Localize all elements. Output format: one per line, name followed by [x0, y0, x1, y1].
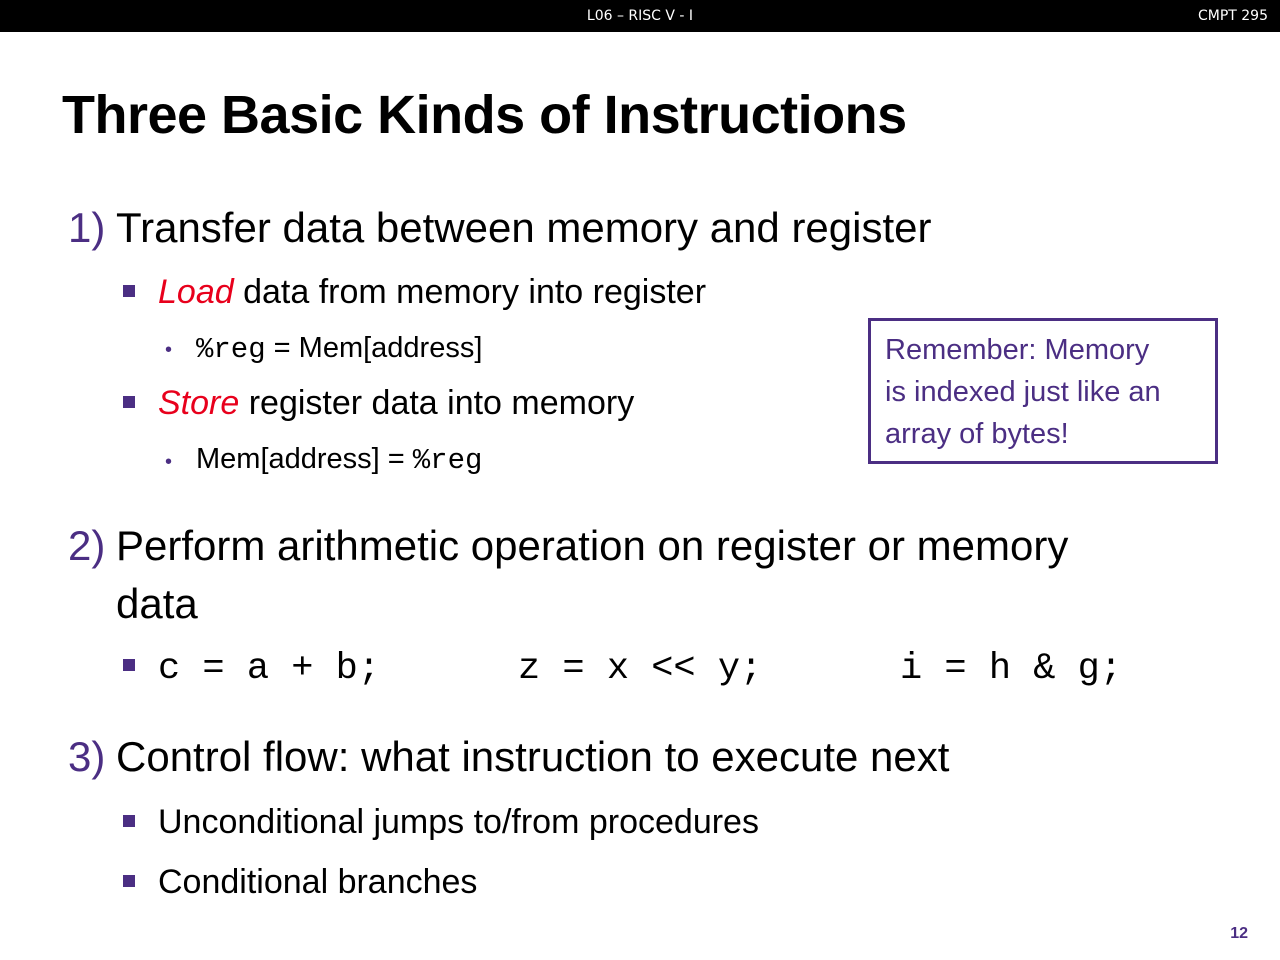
page-number: 12: [1230, 925, 1248, 942]
item-3-text: Control flow: what instruction to execut…: [116, 733, 950, 780]
load-detail-text: = Mem[address]: [265, 332, 483, 364]
dot-bullet-icon: •: [165, 451, 173, 473]
subitem-load: Load data from memory into register: [158, 273, 706, 312]
item-1-text: Transfer data between memory and registe…: [116, 204, 932, 251]
square-bullet-icon: [123, 875, 135, 887]
load-detail: %reg = Mem[address]: [196, 332, 482, 366]
square-bullet-icon: [123, 659, 135, 671]
load-keyword: Load: [158, 273, 234, 311]
subitem-unconditional: Unconditional jumps to/from procedures: [158, 803, 759, 841]
item-3-number: 3): [68, 733, 106, 780]
memory-callout: Remember: Memory is indexed just like an…: [868, 318, 1218, 464]
square-bullet-icon: [123, 285, 135, 297]
subitem-conditional: Conditional branches: [158, 863, 478, 901]
callout-line: array of bytes!: [885, 418, 1069, 450]
header-bar: L06 – RISC V - I CMPT 295: [0, 0, 1280, 32]
reg-code: %reg: [412, 444, 483, 477]
code-expression: c = a + b;: [158, 648, 381, 690]
slide-title: Three Basic Kinds of Instructions: [62, 85, 907, 145]
store-keyword: Store: [158, 384, 240, 422]
code-expression: i = h & g;: [900, 648, 1123, 690]
item-2-text-line2: data: [116, 580, 198, 627]
store-detail: Mem[address] = %reg: [196, 443, 482, 477]
reg-code: %reg: [196, 333, 266, 366]
lecture-label: L06 – RISC V - I: [586, 8, 694, 24]
load-text: data from memory into register: [233, 273, 707, 311]
item-2-number: 2): [68, 522, 106, 569]
square-bullet-icon: [123, 396, 135, 408]
callout-line: is indexed just like an: [885, 376, 1161, 408]
callout-line: Remember: Memory: [885, 334, 1150, 366]
code-expression: z = x << y;: [518, 648, 763, 690]
item-1-number: 1): [68, 204, 106, 251]
item-2-text-line1: Perform arithmetic operation on register…: [116, 522, 1069, 569]
dot-bullet-icon: •: [165, 339, 173, 361]
subitem-store: Store register data into memory: [158, 384, 634, 423]
store-detail-text: Mem[address] =: [196, 443, 413, 475]
course-label: CMPT 295: [1197, 8, 1268, 24]
square-bullet-icon: [123, 815, 135, 827]
store-text: register data into memory: [239, 384, 635, 422]
